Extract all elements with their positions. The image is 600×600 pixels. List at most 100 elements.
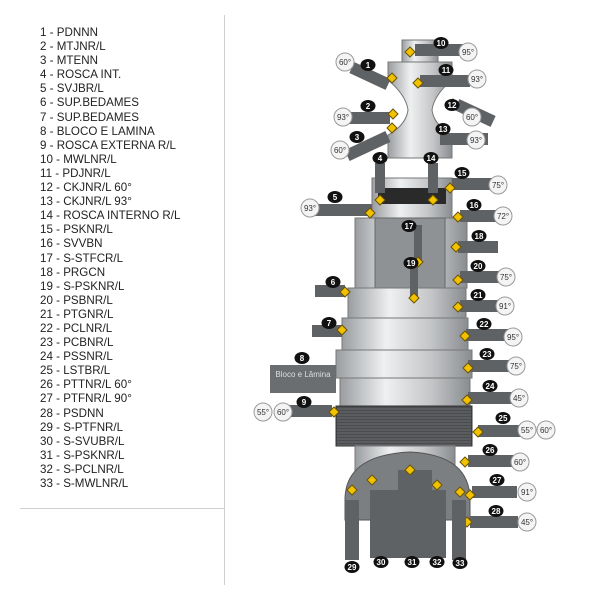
callout-number: 14 [427,154,436,163]
insert-icon [408,292,420,304]
legend-item: 12 - CKJNR/L 60° [40,181,132,195]
insert-icon [459,330,471,342]
angle-label: 55° [257,408,269,417]
tool-bar [462,360,510,374]
insert-icon [452,274,464,286]
tool-bar [450,241,498,253]
legend-item: 16 - SVVBN [40,237,103,251]
legend-item: 15 - PSKNR/L [40,223,113,237]
legend-item: 20 - PSBNR/L [40,293,113,307]
callout-9: 9 55° 60° [253,396,312,422]
insert-icon [427,194,439,206]
legend-item: 14 - ROSCA INTERNO R/L [40,209,181,223]
angle-badge [517,482,537,502]
callout-32: 32 [429,556,445,568]
angle-label: 75° [510,362,522,371]
angle-badge [506,356,526,376]
legend-item: 18 - PRGCN [40,265,106,279]
number-badge [403,257,419,269]
angle-label: 45° [513,394,525,403]
tool-bar [461,516,518,528]
callout-number: 9 [302,398,307,407]
callout-number: 24 [486,382,495,391]
tool-bar [366,474,400,558]
callout-8: 8 [294,352,310,364]
number-badge [435,123,451,135]
number-badge [489,474,505,486]
legend-item: 25 - LSTBR/L [40,364,111,378]
angle-badge [493,206,513,226]
angle-label: 75° [500,273,512,282]
angle-label: 93° [304,204,316,213]
callout-number: 19 [407,259,416,268]
number-badge [466,199,482,211]
angle-label: 60° [466,113,478,122]
tool-bar [282,405,340,418]
callout-33: 33 [452,557,468,569]
angle-badge [466,130,486,150]
callout-4: 4 [372,152,388,164]
callout-number: 26 [486,446,495,455]
tool-bar [345,484,359,560]
divider-horizontal [20,508,224,509]
insert-icon [386,72,398,84]
insert-icon [431,479,443,491]
legend-item: 11 - PDJNR/L [40,166,111,180]
callout-5: 593° [300,191,343,218]
divider-vertical [224,15,225,585]
callout-number: 3 [355,133,360,142]
insert-icon [464,489,476,501]
callout-number: 7 [327,319,332,328]
insert-icon [339,286,351,298]
angle-label: 55° [521,426,533,435]
callout-7: 7 [321,317,337,329]
angle-badge [335,52,355,72]
angle-badge [496,267,516,287]
callout-number: 29 [348,563,357,572]
callout-18: 18 [471,230,487,242]
callout-6: 6 [325,276,341,288]
legend-item: 7 - SUP.BEDAMES [40,110,140,124]
callout-17: 17 [401,220,417,232]
number-badge [401,220,417,232]
legend-item: 8 - BLOCO E LAMINA [40,124,155,138]
angle-badge [273,402,293,422]
callout-number: 10 [437,39,446,48]
insert-icon [452,211,464,223]
legend-item: 33 - S-MWLNR/L [40,477,129,490]
angle-label: 45° [521,518,533,527]
tool-bar [452,271,500,286]
tool-bar [464,486,517,501]
callout-31: 31 [404,556,420,568]
angle-label: 60° [277,408,289,417]
legend-item: 26 - PTTNR/L 60° [40,378,132,392]
insert-icon [387,108,399,120]
callout-number: 22 [480,320,489,329]
tool-bar [398,464,432,558]
angle-label: 91° [521,488,533,497]
tool-bar [349,62,398,90]
callout-number: 1 [366,61,371,70]
tool-bar [459,329,508,342]
legend-item: 10 - MWLNR/L [40,152,117,166]
callout-number: 11 [442,66,451,75]
insert-icon [450,241,462,253]
callout-number: 27 [493,476,502,485]
angle-badge [510,452,530,472]
callout-number: 31 [408,558,417,567]
number-badge [444,99,460,111]
callout-number: 15 [458,169,467,178]
callout-number: 6 [331,278,336,287]
number-badge [349,131,365,143]
number-badge [470,289,486,301]
tool-bar [472,425,523,438]
callout-number: 16 [470,201,479,210]
callout-number: 21 [474,291,483,300]
angle-badge [488,175,508,195]
angle-label: 93° [337,113,349,122]
angle-badge [462,107,482,127]
tool-bar [312,204,376,219]
insert-icon [386,122,398,134]
